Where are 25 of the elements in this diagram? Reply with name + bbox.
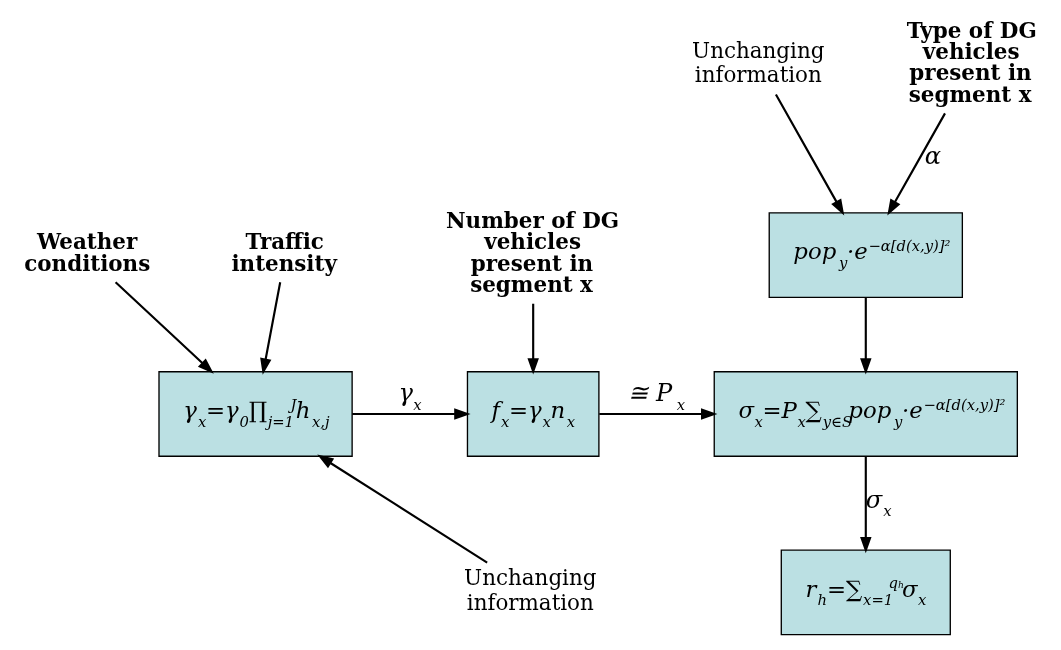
arrow [260,281,282,375]
node-text: Unchanging information [692,37,825,87]
arrow [860,297,872,375]
arrow [317,454,488,564]
edge-label: α [924,141,942,170]
arrow [114,280,214,374]
edge-label: γ$_{x}$ [398,378,422,413]
arrow [887,112,946,216]
node-box: γ$_{x}$=γ$_{0}$∏$_{j=1}$$^{J}$h$_{x,j}$ [158,370,353,457]
arrow [599,407,718,420]
node-box: r$_{h}$=∑$_{x=1}$$^{qₕ}$σ$_{x}$ [780,548,951,635]
arrow [527,303,539,375]
node-text: Traffic intensity [231,228,337,276]
node-text: Weather conditions [24,228,151,276]
arrow [775,93,845,216]
edge-label: ≅ P$_{x}$ [628,378,686,413]
node-box: f$_{x}$=γ$_{x}$n$_{x}$ [466,370,600,457]
node-box: pop$_{y}$·e$^{−α[d(x,y)]²}$ [768,211,963,298]
arrow [860,456,872,553]
node-text: Type of DG vehicles present in segment x [906,17,1037,107]
node-box: σ$_{x}$=P$_{x}$∑$_{y∈S}$pop$_{y}$·e$^{−α[d(x,y)]²}$ [713,370,1018,457]
arrow [352,407,471,420]
edge-label: σ$_{x}$ [865,485,892,519]
node-text: Number of DG vehicles present in segment x [446,207,620,297]
node-text: Unchanging information [464,564,597,615]
